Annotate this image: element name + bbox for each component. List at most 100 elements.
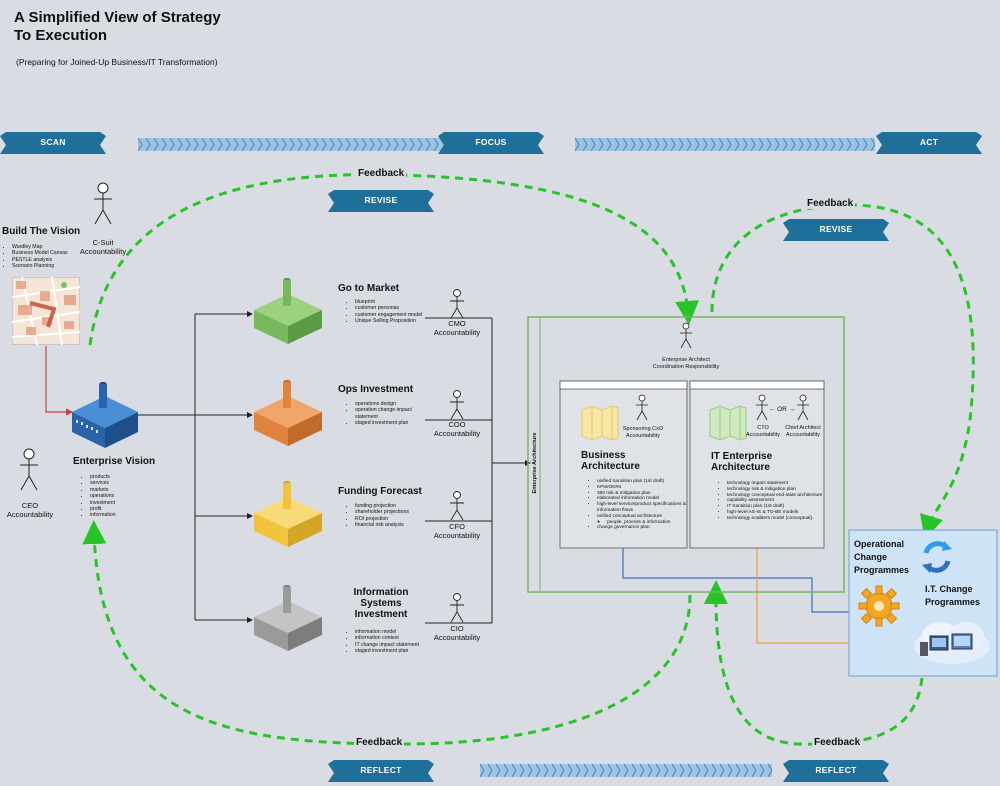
it-change-programmes-label: I.T. Change Programmes [925,584,981,607]
cmo-accountability-label: CMO Accountability [433,319,481,337]
enterprise-vision-heading: Enterprise Vision [73,456,156,467]
stream-list-item: staged investment plan [355,648,435,654]
business-architecture-list-item: high-level service/product specification… [597,502,695,514]
coo-actor-icon [450,390,464,420]
stream-list-go-to-market: blueprintcustomer personascustomer engag… [345,299,435,325]
vision-list-item: Wardley Map [12,244,68,250]
sponsoring-cxo-actor-icon [636,394,648,421]
business-architecture-list-item: 360 risk & mitigation plan [597,491,695,497]
go-to-market-building-icon [254,278,322,344]
chief-architect-actor-icon [797,394,809,421]
focus-act-band [575,138,875,151]
it-architecture-list-item: capability assessment [727,498,831,504]
ceo-accountability-label: CEO Accountability [6,501,54,519]
feedback-loop-right [710,203,975,540]
reflect-band [480,764,772,777]
it-architecture-list-item: IT transition plan (1st draft) [727,504,831,510]
vision-list-item: Business Model Canvas [12,250,68,256]
cto-actor-icon [756,394,768,421]
cfo-accountability-label: CFO Accountability [433,522,481,540]
information-systems-building-icon [254,585,322,651]
reflect-ribbon-2: REFLECT [783,760,889,782]
gear-icon [858,585,900,627]
stream-list-item: information model [355,629,435,635]
feedback-label-bottom-left: Feedback [354,737,405,748]
stream-heading-go-to-market: Go to Market [338,283,400,294]
cio-actor-icon [450,593,464,623]
streams-to-ea [425,317,531,624]
cio-accountability-label: CIO Accountability [433,624,481,642]
cto-label: CTO Accountability [746,425,780,438]
coo-accountability-label: COO Accountability [433,420,481,438]
business-architecture-list-item: unified conceptual architecturepeople, p… [597,514,695,526]
cmo-actor-icon [450,289,464,319]
enterprise-vision-list-item: information [90,512,116,518]
feedback-loop-bottom-right [703,580,924,746]
enterprise-vision-list-item: investment [90,500,116,506]
map-to-vision-arrow [45,346,74,416]
it-architecture-title: IT Enterprise Architecture [711,451,773,473]
business-to-ops-arrow [622,548,858,616]
enterprise-architect-label: Enterprise Architect Coordination Respon… [652,357,720,370]
csuit-accountability-label: C-Suit Accountability [79,238,127,256]
enterprise-vision-list: productsservicesmarketsoperationsinvestm… [80,474,116,519]
stream-list-item: blueprint [355,299,435,305]
business-architecture-subitem: people, process & information [607,520,695,526]
feedback-label-top: Feedback [356,168,407,179]
chief-architect-label: Chief Architect Accountability [785,425,821,438]
vision-list-item: PESTLE analysis [12,257,68,263]
stream-list-item: operations design [355,401,435,407]
enterprise-vision-list-item: operations [90,493,116,499]
reflect-ribbon-1: REFLECT [328,760,434,782]
it-architecture-list-item: technology conceptual end-state architec… [727,493,831,499]
business-architecture-list-item: KPIs/OKRs [597,485,695,491]
revise-ribbon-1: REVISE [328,190,434,212]
stream-heading-funding-forecast: Funding Forecast [338,486,422,497]
cloud-computers-icon [914,622,990,664]
vision-to-streams [138,311,253,623]
cfo-actor-icon [450,491,464,521]
stream-list-funding-forecast: funding projectionshareholder projection… [345,503,435,529]
enterprise-vision-building-icon [72,382,138,448]
business-architecture-list-item: change governance plan [597,525,695,531]
build-vision-list: Wardley MapBusiness Model CanvasPESTLE a… [2,244,68,270]
it-architecture-list-item: high-level AS-IS & TO-BE models [727,510,831,516]
stream-heading-information-systems: Information Systems Investment [353,587,409,620]
sponsoring-cxo-label: Sponsoring CxO Accountability [622,426,664,439]
ceo-actor-icon [20,448,38,491]
feedback-label-bottom-right: Feedback [812,737,863,748]
stream-list-item: funding projection [355,503,435,509]
page-title: A Simplified View of Strategy To Executi… [14,9,221,44]
business-architecture-title: Business Architecture [581,450,640,472]
stream-list-item: customer engagement model [355,312,435,318]
business-architecture-list: unified transition plan (1st draft)KPIs/… [587,479,695,531]
stream-list-item: information context [355,635,435,641]
operational-change-programmes-label: Operational Change Programmes [854,539,910,575]
business-architecture-list-item: elaborated information model [597,496,695,502]
refresh-cycle-icon [922,541,952,573]
enterprise-vision-list-item: markets [90,487,116,493]
ea-side-strip [527,316,541,593]
stream-heading-ops-investment: Ops Investment [338,384,414,395]
it-architecture-list-item: technology risk & mitigation plan [727,487,831,493]
or-arrows-label: ← OR → [768,406,796,413]
act-ribbon: ACT [876,132,982,154]
enterprise-architect-actor-icon [680,322,692,349]
it-map-icon [709,405,747,441]
feedback-label-right: Feedback [805,198,856,209]
ea-side-label: Enterprise Architecture [532,432,538,494]
stream-list-item: staged investment plan [355,420,435,426]
stream-list-information-systems: information modelinformation contextIT c… [345,629,435,655]
csuit-actor-icon [94,182,112,225]
city-map-image [12,277,80,345]
enterprise-vision-list-item: profit [90,506,116,512]
stream-list-item: operation change impact statement [355,407,435,420]
revise-ribbon-2: REVISE [783,219,889,241]
business-architecture-list-item: unified transition plan (1st draft) [597,479,695,485]
build-vision-heading: Build The Vision [2,226,81,237]
scan-focus-band [138,138,445,151]
ops-investment-building-icon [254,380,322,446]
stream-list-ops-investment: operations designoperation change impact… [345,401,435,427]
stream-list-item: financial risk analysis [355,522,435,528]
